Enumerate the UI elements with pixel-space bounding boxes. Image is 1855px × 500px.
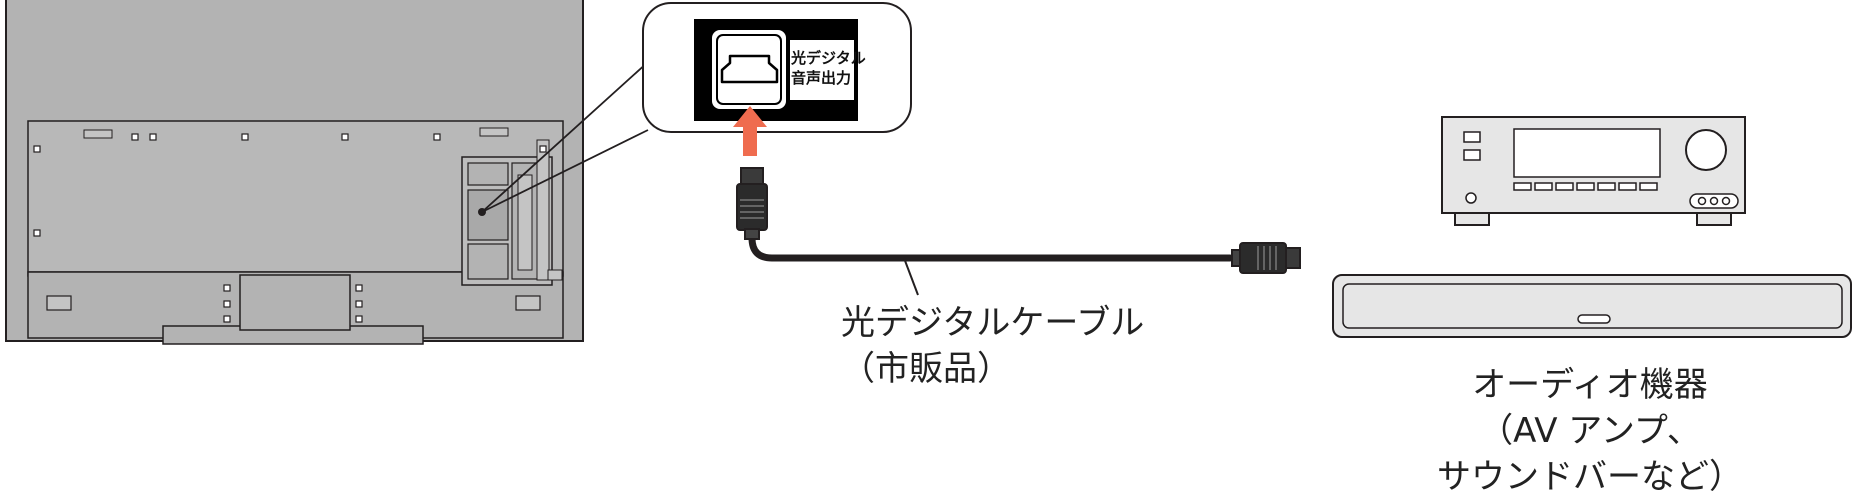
optical-port-label-line1: 光デジタル — [791, 49, 866, 67]
optical-cable — [748, 234, 1234, 296]
cable-label: 光デジタルケーブル （市販品） — [841, 300, 1144, 392]
cable-plug-right — [1231, 242, 1301, 274]
av-amplifier — [1441, 116, 1746, 226]
optical-port-label: 光デジタル 音声出力 — [791, 48, 866, 88]
optical-port-label-line2: 音声出力 — [791, 69, 852, 87]
tv-screw-holes — [33, 133, 547, 323]
connection-arrow — [733, 106, 767, 156]
cable-label-line2: （市販品） — [841, 349, 1011, 389]
audio-device-label-line3: サウンドバーなど） — [1437, 457, 1743, 497]
soundbar — [1332, 274, 1852, 338]
cable-plug-left — [736, 167, 768, 240]
audio-device-label-line2: （AV アンプ、 — [1479, 411, 1701, 451]
cable-label-line1: 光デジタルケーブル — [841, 303, 1145, 343]
audio-device-label-line1: オーディオ機器 — [1472, 365, 1708, 405]
callout-leader-lines — [481, 61, 649, 213]
tv-rear-panel — [5, 0, 584, 345]
port-callout — [642, 2, 912, 133]
tv-optical-port-marker — [478, 208, 486, 216]
audio-device-label: オーディオ機器 （AV アンプ、 サウンドバーなど） — [1420, 362, 1760, 500]
